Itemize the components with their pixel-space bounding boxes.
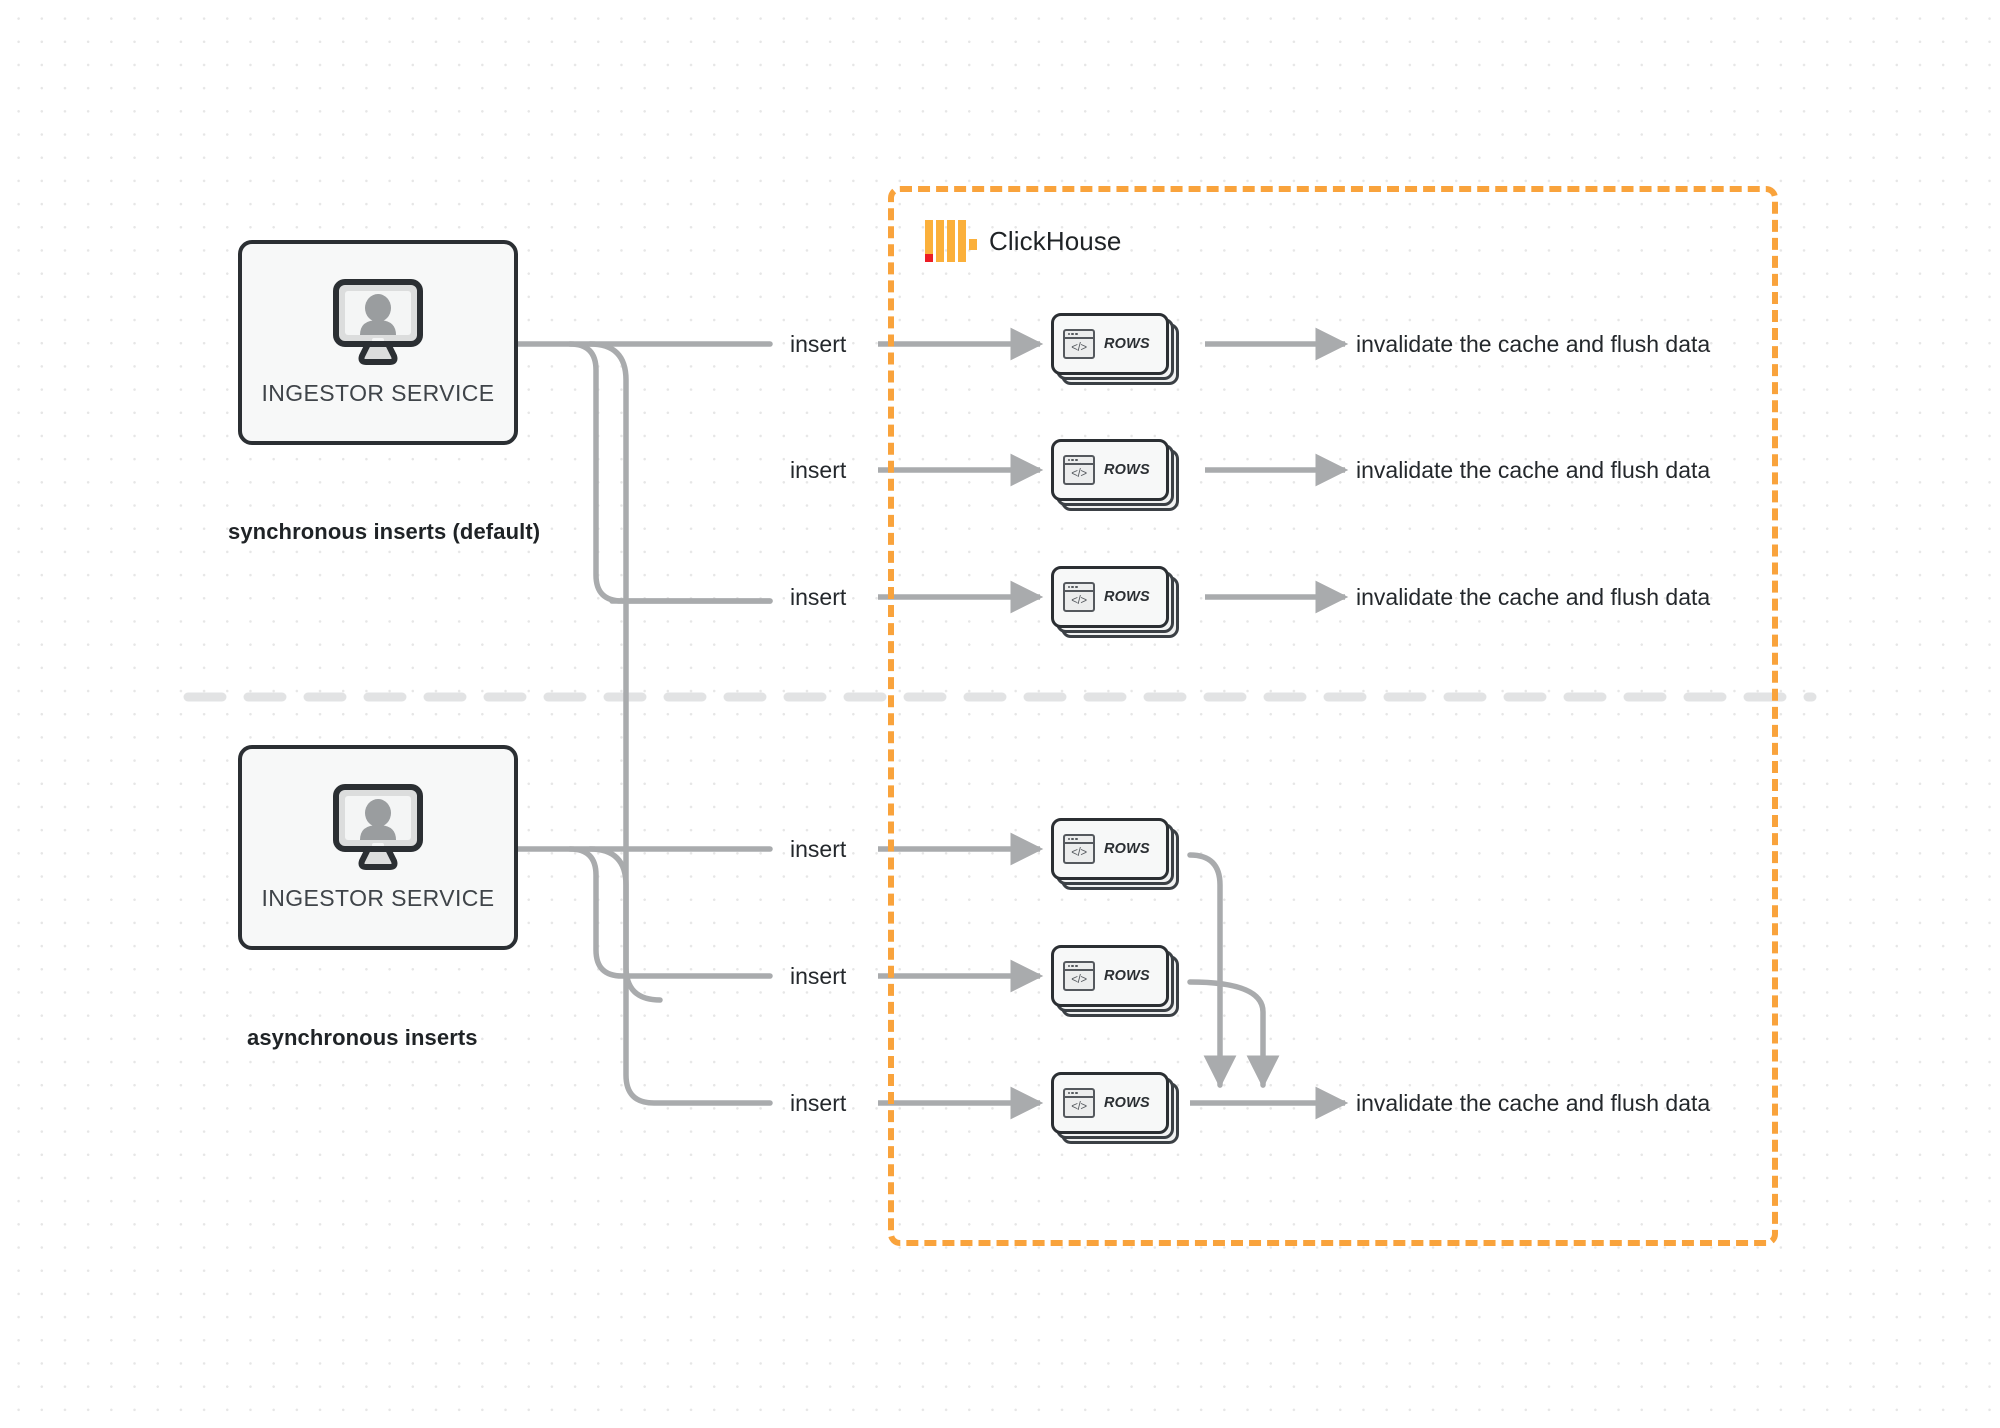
clickhouse-logo-accent: [925, 254, 933, 262]
window-titlebar: [1065, 1090, 1093, 1098]
code-glyph: </>: [1071, 342, 1087, 354]
rows-card-front: </> ROWS: [1051, 1072, 1169, 1134]
monitor-user-icon: [330, 783, 426, 871]
insert-label-sync-1: insert: [790, 331, 847, 357]
code-window-icon: </>: [1063, 582, 1095, 612]
result-label-async-merged: invalidate the cache and flush data: [1356, 1090, 1711, 1116]
insert-label-sync-3: insert: [790, 584, 847, 610]
ingestor-service-async-label: INGESTOR SERVICE: [261, 885, 495, 911]
code-window-icon: </>: [1063, 961, 1095, 991]
window-titlebar: [1065, 836, 1093, 844]
insert-label-async-1: insert: [790, 836, 847, 862]
rows-card-sync-3[interactable]: </> ROWS: [1051, 566, 1179, 638]
ingestor-service-sync-label: INGESTOR SERVICE: [261, 380, 495, 406]
insert-label-sync-2: insert: [790, 457, 847, 483]
code-glyph: </>: [1071, 468, 1087, 480]
code-glyph: </>: [1071, 595, 1087, 607]
rows-card-async-1[interactable]: </> ROWS: [1051, 818, 1179, 890]
rows-card-front: </> ROWS: [1051, 818, 1169, 880]
ingestor-service-async[interactable]: INGESTOR SERVICE: [238, 745, 518, 950]
rows-card-label: ROWS: [1104, 589, 1150, 605]
async-branch-connectors: [515, 846, 773, 1106]
code-window-icon: </>: [1063, 834, 1095, 864]
clickhouse-zone-label: ClickHouse: [989, 225, 1122, 256]
rows-card-front: </> ROWS: [1051, 945, 1169, 1007]
code-window-icon: </>: [1063, 455, 1095, 485]
caption-asynchronous: asynchronous inserts: [247, 1025, 478, 1050]
clickhouse-zone-header: ClickHouse: [925, 220, 1122, 262]
caption-synchronous: synchronous inserts (default): [228, 519, 541, 544]
code-glyph: </>: [1071, 974, 1087, 986]
clickhouse-logo: [925, 220, 977, 262]
sync-insert-arrows: [878, 327, 1044, 614]
rows-card-async-2[interactable]: </> ROWS: [1051, 945, 1179, 1017]
rows-card-async-3[interactable]: </> ROWS: [1051, 1072, 1179, 1144]
ingestor-service-sync[interactable]: INGESTOR SERVICE: [238, 240, 518, 445]
rows-card-label: ROWS: [1104, 336, 1150, 352]
window-titlebar: [1065, 331, 1093, 339]
rows-card-sync-2[interactable]: </> ROWS: [1051, 439, 1179, 511]
result-label-sync-1: invalidate the cache and flush data: [1356, 331, 1711, 357]
rows-card-label: ROWS: [1104, 462, 1150, 478]
async-insert-arrows: [878, 832, 1044, 1120]
code-window-icon: </>: [1063, 1088, 1095, 1118]
sync-branch-connectors: [515, 341, 773, 1003]
monitor-user-icon: [330, 278, 426, 366]
rows-card-front: </> ROWS: [1051, 439, 1169, 501]
code-window-icon: </>: [1063, 329, 1095, 359]
window-titlebar: [1065, 457, 1093, 465]
rows-card-front: </> ROWS: [1051, 313, 1169, 375]
sync-output-arrows: [1205, 327, 1349, 614]
rows-card-label: ROWS: [1104, 841, 1150, 857]
rows-card-label: ROWS: [1104, 968, 1150, 984]
window-titlebar: [1065, 584, 1093, 592]
insert-label-async-2: insert: [790, 963, 847, 989]
rows-card-sync-1[interactable]: </> ROWS: [1051, 313, 1179, 385]
code-glyph: </>: [1071, 1101, 1087, 1113]
insert-label-async-3: insert: [790, 1090, 847, 1116]
result-label-sync-3: invalidate the cache and flush data: [1356, 584, 1711, 610]
async-merge-connectors: [1187, 852, 1280, 1089]
rows-card-label: ROWS: [1104, 1095, 1150, 1111]
rows-card-front: </> ROWS: [1051, 566, 1169, 628]
code-glyph: </>: [1071, 847, 1087, 859]
result-label-sync-2: invalidate the cache and flush data: [1356, 457, 1711, 483]
window-titlebar: [1065, 963, 1093, 971]
